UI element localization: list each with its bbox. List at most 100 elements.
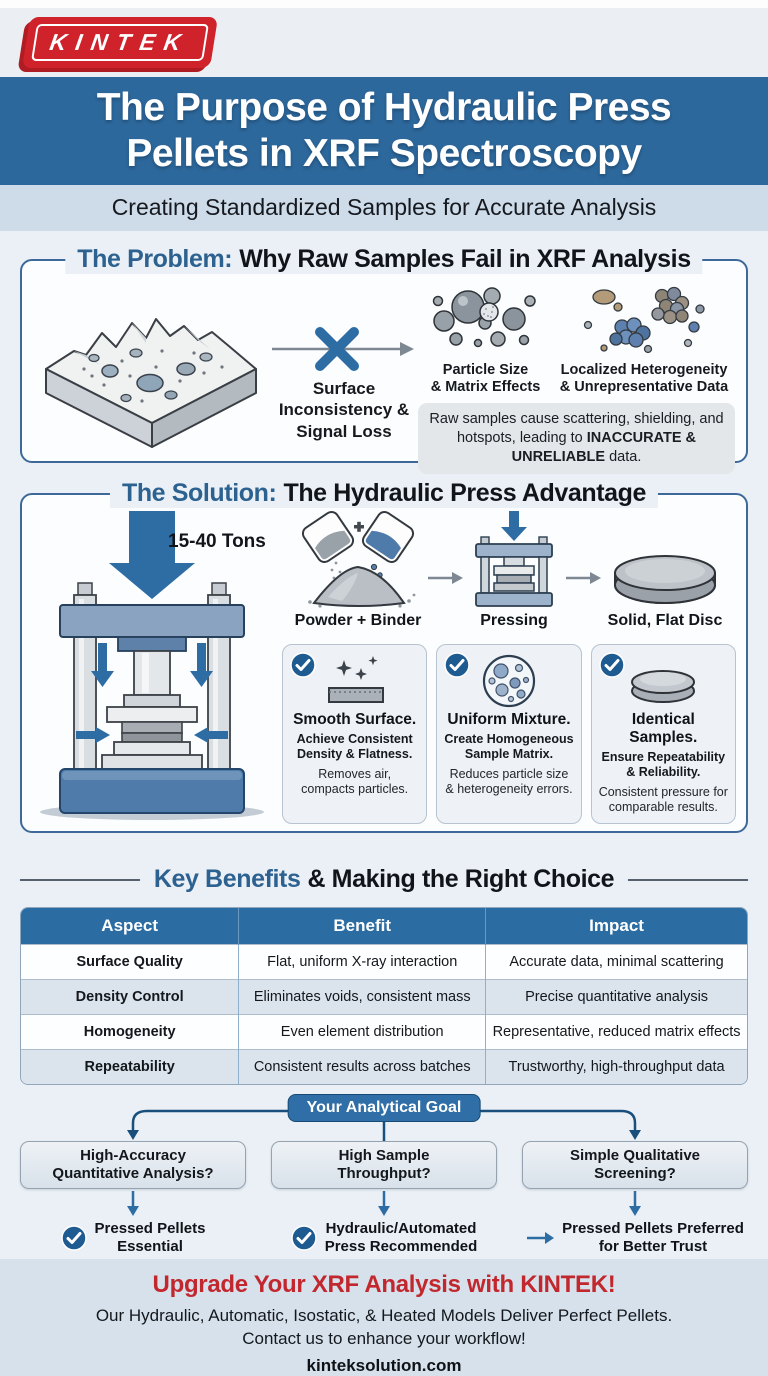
card-uniform-mixture: Uniform Mixture. Create Homogeneous Samp… (436, 644, 582, 824)
solution-right: Powder + Binder (282, 509, 736, 824)
solution-heading-rest: The Hydraulic Press Advantage (283, 479, 647, 507)
problem-issues: Particle Size& Matrix Effects (418, 281, 735, 474)
problem-heading-rest: Why Raw Samples Fail in XRF Analysis (239, 245, 691, 273)
top-strip (0, 0, 768, 8)
right-arrow-icon (527, 1232, 555, 1245)
problem-panel: The Problem:Why Raw Samples Fail in XRF … (20, 245, 748, 474)
flow-connector-lines (127, 1109, 641, 1143)
card-desc: Removes air, compacts particles. (301, 766, 409, 796)
card-desc: Consistent pressure for comparable resul… (598, 784, 728, 814)
press-tonnage-label: 15-40 Tons (168, 531, 266, 552)
powder-binder-icon (301, 510, 416, 608)
issue-heterogeneity: Localized Heterogeneity& Unrepresentativ… (553, 281, 735, 396)
smooth-surface-icon (290, 653, 419, 709)
title-band: The Purpose of Hydraulic Press Pellets i… (0, 76, 768, 185)
col-header-aspect: Aspect (21, 908, 240, 945)
table-row: Homogeneity Even element distribution Re… (21, 1014, 747, 1050)
card-desc: Reduces particle size & heterogeneity er… (445, 766, 573, 796)
content: The Problem:Why Raw Samples Fail in XRF … (0, 231, 768, 1259)
col-header-impact: Impact (485, 908, 747, 945)
issue-row: Particle Size& Matrix Effects (418, 281, 735, 396)
down-arrow-icon (629, 1191, 641, 1216)
check-icon (598, 652, 625, 678)
step-pressing: Pressing (468, 511, 560, 630)
flow-arrow-icon (566, 572, 601, 584)
card-subtitle: Ensure Repeatability & Reliability. (601, 750, 726, 780)
check-icon (290, 652, 316, 678)
problem-note: Raw samples cause scattering, shielding,… (418, 403, 735, 474)
card-subtitle: Achieve Consistent Density & Flatness. (296, 732, 413, 762)
solution-heading-accent: The Solution: (121, 479, 277, 507)
table-header-row: Aspect Benefit Impact (21, 908, 747, 945)
card-subtitle: Create Homogeneous Sample Matrix. (444, 732, 574, 762)
analytical-goal-pill: Your Analytical Goal (287, 1094, 481, 1122)
footer: Upgrade Your XRF Analysis with KINTEK! O… (0, 1259, 768, 1376)
benefits-heading-accent: Key Benefits (153, 865, 301, 893)
advantage-cards: Smooth Surface. Achieve Consistent Densi… (282, 644, 736, 824)
table-row: Density Control Eliminates voids, consis… (21, 979, 747, 1015)
footer-headline: Upgrade Your XRF Analysis with KINTEK! (152, 1271, 616, 1298)
footer-website: kinteksolution.com (306, 1356, 462, 1375)
issue-label: Particle Size& Matrix Effects (430, 362, 541, 396)
footer-line2: Contact us to enhance your workflow! (242, 1329, 526, 1348)
raw-sample-illustration (34, 281, 270, 451)
kintek-logo: KINTEK (21, 16, 218, 68)
check-icon (60, 1225, 87, 1252)
uniform-mixture-icon (444, 653, 573, 709)
benefits-table: Aspect Benefit Impact Surface Quality Fl… (20, 907, 748, 1085)
page-subtitle: Creating Standardized Samples for Accura… (111, 194, 657, 221)
issue-particle-size: Particle Size& Matrix Effects (418, 281, 553, 396)
process-steps: Powder + Binder (282, 509, 736, 630)
benefits-heading: Key Benefits& Making the Right Choice (20, 865, 749, 894)
page-title-line2: Pellets in XRF Spectroscopy (126, 131, 642, 175)
check-icon (290, 1225, 317, 1252)
mini-press-icon (475, 511, 553, 607)
problem-heading-accent: The Problem: (77, 245, 233, 273)
table-row: Repeatability Consistent results across … (21, 1049, 747, 1084)
solution-panel: The Solution:The Hydraulic Press Advanta… (20, 479, 748, 833)
stacked-discs-icon (599, 653, 728, 709)
hydraulic-press-illustration: 15-40 Tons (32, 509, 282, 821)
benefits-heading-rest: & Making the Right Choice (307, 865, 615, 893)
step-label: Pressing (480, 612, 548, 629)
solution-heading: The Solution:The Hydraulic Press Advanta… (109, 479, 659, 508)
particle-cluster-icon (432, 287, 536, 348)
table-row: Surface Quality Flat, uniform X-ray inte… (21, 944, 747, 980)
col-header-benefit: Benefit (238, 908, 487, 945)
down-arrow-icon (127, 1191, 139, 1216)
hydraulic-press-icon (40, 511, 264, 820)
check-icon (444, 652, 471, 678)
subtitle-band: Creating Standardized Samples for Accura… (0, 184, 768, 231)
kintek-logo-text: KINTEK (48, 28, 192, 55)
kintek-logo-frame: KINTEK (31, 23, 209, 61)
step-powder-binder: Powder + Binder (294, 509, 422, 630)
step-label: Powder + Binder (294, 612, 422, 629)
footer-line1: Our Hydraulic, Automatic, Isostatic, & H… (95, 1306, 673, 1325)
card-title: Identical Samples. (629, 711, 698, 746)
card-title: Smooth Surface. (293, 711, 417, 728)
logo-row: KINTEK (0, 7, 768, 77)
blocked-arrow-icon (272, 327, 414, 371)
fail-label: Surface Inconsistency & Signal Loss (278, 379, 410, 441)
card-identical-samples: Identical Samples. Ensure Repeatability … (590, 644, 736, 824)
step-label: Solid, Flat Disc (607, 612, 723, 629)
heterogeneity-cluster-icon (583, 286, 705, 354)
card-smooth-surface: Smooth Surface. Achieve Consistent Densi… (282, 644, 428, 824)
divider-line (628, 878, 749, 881)
pellet-disc-icon (614, 555, 716, 604)
divider-line (20, 878, 140, 881)
flow-arrow-icon (428, 572, 463, 584)
